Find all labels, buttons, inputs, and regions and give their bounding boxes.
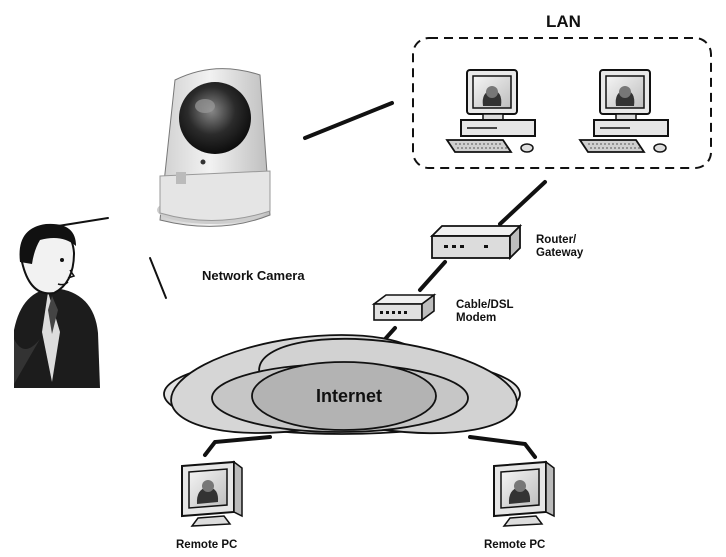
lan-to-router-line [498,180,547,226]
cable-dsl-modem-icon [371,293,437,322]
person-camera-line-2 [149,257,167,299]
lan-boundary [412,37,712,169]
lan-pc-left [446,69,536,153]
camera-to-lan-line [303,101,394,140]
remote-pc-left-label: Remote PC [176,539,238,551]
internet-to-remote-right-line [468,435,537,459]
router-label-line1: Router/ [536,234,577,246]
router-label-line2: Gateway [536,247,584,259]
internet-to-remote-left-line [203,435,272,457]
modem-label: Cable/DSL Modem [456,299,514,325]
modem-label-line1: Cable/DSL [456,299,514,311]
lan-label: LAN [546,12,581,31]
person-icon [14,223,100,388]
router-gateway-icon [429,223,523,261]
network-camera-label: Network Camera [202,268,305,283]
remote-pc-right-label: Remote PC [484,539,546,551]
router-to-modem-line [418,260,447,292]
person-camera-line [57,217,109,227]
modem-label-line2: Modem [456,312,497,324]
internet-label: Internet [316,386,383,406]
internet-cloud-icon [163,334,521,435]
lan-pc-right [579,69,669,153]
network-camera-icon [157,68,271,227]
router-label: Router/ Gateway [536,234,583,260]
remote-pc-right-icon [493,461,555,527]
remote-pc-left-icon [181,461,243,527]
